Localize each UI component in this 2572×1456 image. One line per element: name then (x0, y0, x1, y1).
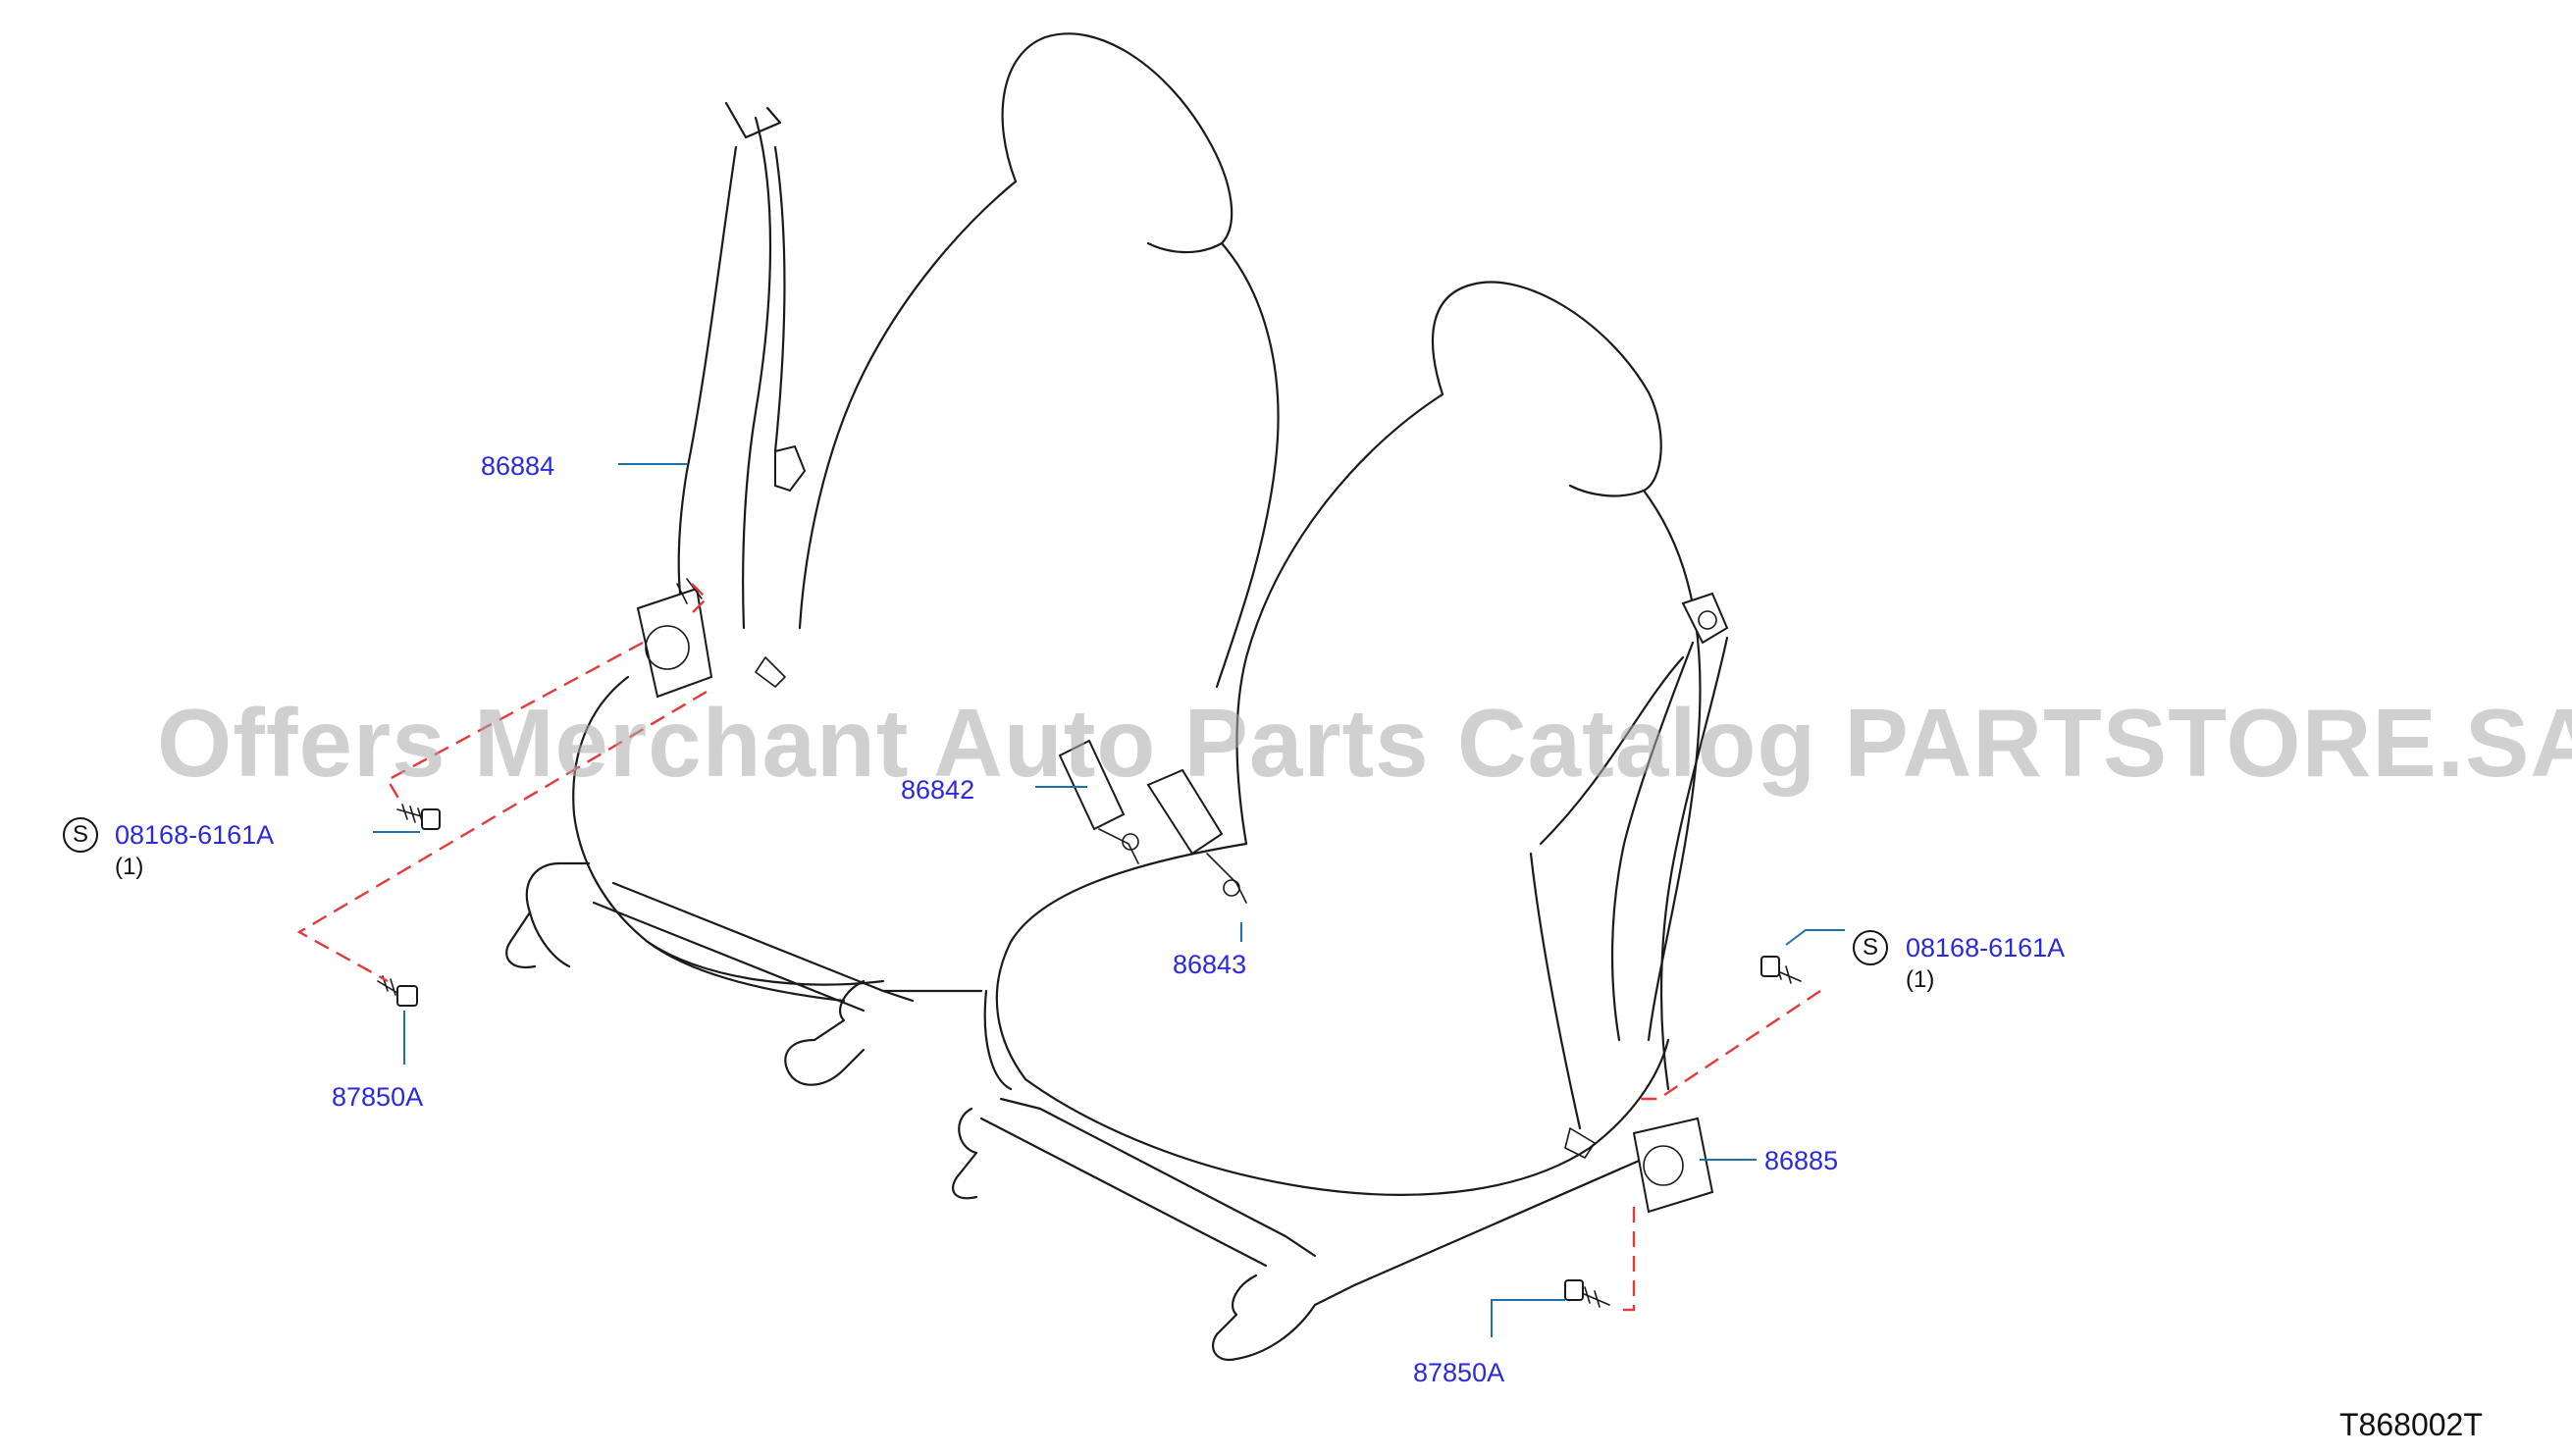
callout-86842[interactable]: 86842 (901, 775, 975, 805)
standard-part-symbol-left: S (63, 817, 98, 853)
callout-leader-lines (373, 463, 1845, 1337)
right-seat (952, 281, 1702, 1362)
left-seat (505, 32, 1280, 1086)
bolt-08168-6161A-right (1760, 956, 1802, 984)
callout-87850A-right[interactable]: 87850A (1413, 1358, 1505, 1387)
bolt-08168-6161A-left (396, 804, 441, 830)
callout-86884[interactable]: 86884 (481, 451, 555, 481)
quantity-right: (1) (1906, 966, 1935, 993)
watermark-text: Offers Merchant Auto Parts Catalog PARTS… (157, 689, 2572, 797)
bolt-87850A-right (1564, 1279, 1610, 1308)
seat-belt-86885 (1529, 592, 1729, 1214)
callout-08168-6161A-left[interactable]: 08168-6161A (115, 820, 275, 850)
callout-86885[interactable]: 86885 (1764, 1146, 1839, 1175)
callout-87850A-left[interactable]: 87850A (332, 1082, 424, 1112)
diagram-id: T868002T (2339, 1407, 2483, 1442)
callout-08168-6161A-right[interactable]: 08168-6161A (1906, 933, 2066, 962)
quantity-left: (1) (115, 854, 144, 880)
seat-belt-86884 (636, 101, 807, 699)
callout-86843[interactable]: 86843 (1173, 950, 1247, 979)
installation-dashed-lines (296, 583, 1821, 1312)
buckle-86842 (1058, 739, 1247, 904)
standard-part-symbol-right: S (1853, 930, 1888, 965)
bolt-87850A-left (377, 975, 418, 1007)
